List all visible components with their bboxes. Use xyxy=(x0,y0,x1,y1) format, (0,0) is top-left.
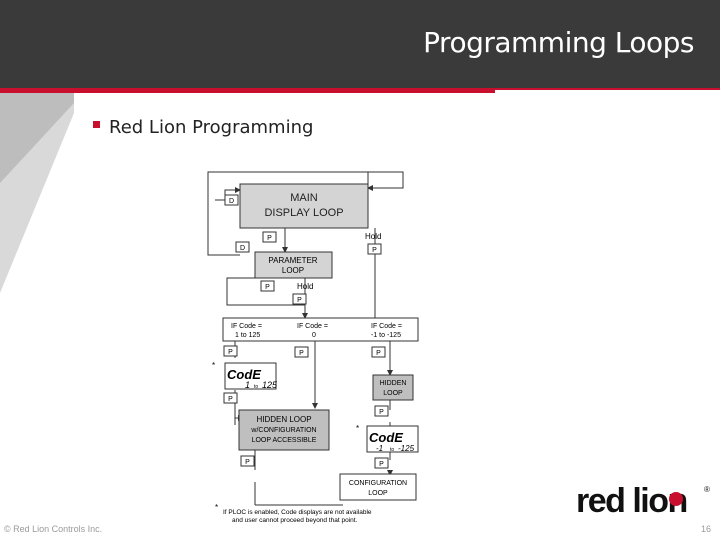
hidden-loop-box xyxy=(372,374,414,401)
p-key-code-3 xyxy=(371,346,386,358)
side-decoration xyxy=(0,93,74,293)
main-loop-line2: DISPLAY LOOP xyxy=(264,207,343,219)
code-range-2-line2: 0 xyxy=(312,332,316,339)
p-key-hidden xyxy=(374,405,389,417)
hidden-loop-config-box xyxy=(238,409,330,451)
hold-label-main: Hold xyxy=(365,232,381,241)
slide-title: Programming Loops xyxy=(423,26,694,59)
code-range-3-line1: IF Code = xyxy=(371,323,402,330)
p-key-code-1-label: P xyxy=(228,349,233,356)
p-key-code-3-label: P xyxy=(376,350,381,357)
code-display-1-from: 1 xyxy=(245,380,250,390)
code-range-2-line1: IF Code = xyxy=(297,323,328,330)
footnote-line2: and user cannot proceed beyond that poin… xyxy=(232,517,358,524)
p-key-code-display-2-label: P xyxy=(379,461,384,468)
page-number: 16 xyxy=(700,524,711,534)
code-display-1-text: CodE xyxy=(227,367,261,382)
p-key-hidden-config-label: P xyxy=(245,459,250,466)
code-range-1-line1: IF Code = xyxy=(231,323,262,330)
programming-loops-diagram: MAIN DISPLAY LOOP D D P Hold P PARAMETER… xyxy=(207,171,419,524)
code-display-2-to: to xyxy=(390,447,394,453)
code-range-3-line2: -1 to -125 xyxy=(371,332,401,339)
p-key-code-2-label: P xyxy=(299,350,304,357)
code-display-2-text: CodE xyxy=(369,430,403,445)
d-key-1 xyxy=(224,194,239,206)
configuration-loop-box xyxy=(339,473,417,501)
hold-label-parameter: Hold xyxy=(297,282,313,291)
main-display-loop-box xyxy=(239,183,369,229)
p-key-main-label: P xyxy=(267,235,272,242)
code-range-1-line2: 1 to 125 xyxy=(235,332,260,339)
hidden-loop-config-line3: LOOP ACCESSIBLE xyxy=(252,437,317,444)
p-key-code-display-2 xyxy=(374,457,389,469)
d-key-1-label: D xyxy=(229,198,234,205)
asterisk-2: * xyxy=(356,424,359,433)
red-lion-logo: red lion ® xyxy=(576,482,710,520)
p-key-code-1 xyxy=(223,345,238,357)
hidden-loop-config-line2: w/CONFIGURATION xyxy=(250,427,316,434)
d-key-2 xyxy=(235,241,250,253)
main-loop-line1: MAIN xyxy=(290,192,318,204)
p-key-hidden-config xyxy=(240,455,255,467)
footer-copyright: © Red Lion Controls Inc. xyxy=(4,524,103,534)
header-red-rule-thin xyxy=(495,88,720,90)
p-key-code-display-1-label: P xyxy=(228,396,233,403)
logo-registered: ® xyxy=(704,485,710,494)
code-display-2-end: -125 xyxy=(398,444,415,453)
p-key-hold-parameter-label: P xyxy=(297,297,302,304)
d-key-2-label: D xyxy=(240,245,245,252)
parameter-loop-line2: LOOP xyxy=(282,266,304,275)
hidden-loop-config-line1: HIDDEN LOOP xyxy=(256,415,311,424)
code-display-1 xyxy=(224,362,277,390)
code-condition-bar xyxy=(222,317,419,342)
p-key-hold-parameter xyxy=(292,293,307,305)
code-display-1-to: to xyxy=(254,384,258,390)
parameter-loop-box xyxy=(254,251,333,279)
header-red-rule xyxy=(0,88,495,93)
configuration-loop-line2: LOOP xyxy=(368,490,388,497)
p-key-hidden-label: P xyxy=(379,409,384,416)
p-key-main xyxy=(262,231,277,243)
p-key-parameter-label: P xyxy=(265,284,270,291)
bullet-marker xyxy=(93,121,100,128)
slide-subtitle: Red Lion Programming xyxy=(109,117,314,138)
asterisk-1: * xyxy=(212,361,215,370)
code-display-2 xyxy=(366,425,419,453)
p-key-hold-main-label: P xyxy=(372,247,377,254)
code-display-2-from: -1 xyxy=(376,444,383,453)
parameter-loop-line1: PARAMETER xyxy=(268,256,317,265)
p-key-code-display-1 xyxy=(223,392,238,404)
code-display-1-end: 125 xyxy=(262,380,278,390)
configuration-loop-line1: CONFIGURATION xyxy=(349,480,407,487)
p-key-hold-main xyxy=(367,243,382,255)
footnote-asterisk: * xyxy=(215,503,218,512)
slide-header: Programming Loops xyxy=(0,0,720,88)
hidden-loop-line2: LOOP xyxy=(383,390,403,397)
p-key-code-2 xyxy=(294,346,309,358)
hidden-loop-line1: HIDDEN xyxy=(380,380,407,387)
footnote-line1: If PLOC is enabled, Code displays are no… xyxy=(223,509,372,516)
p-key-parameter xyxy=(260,280,275,292)
